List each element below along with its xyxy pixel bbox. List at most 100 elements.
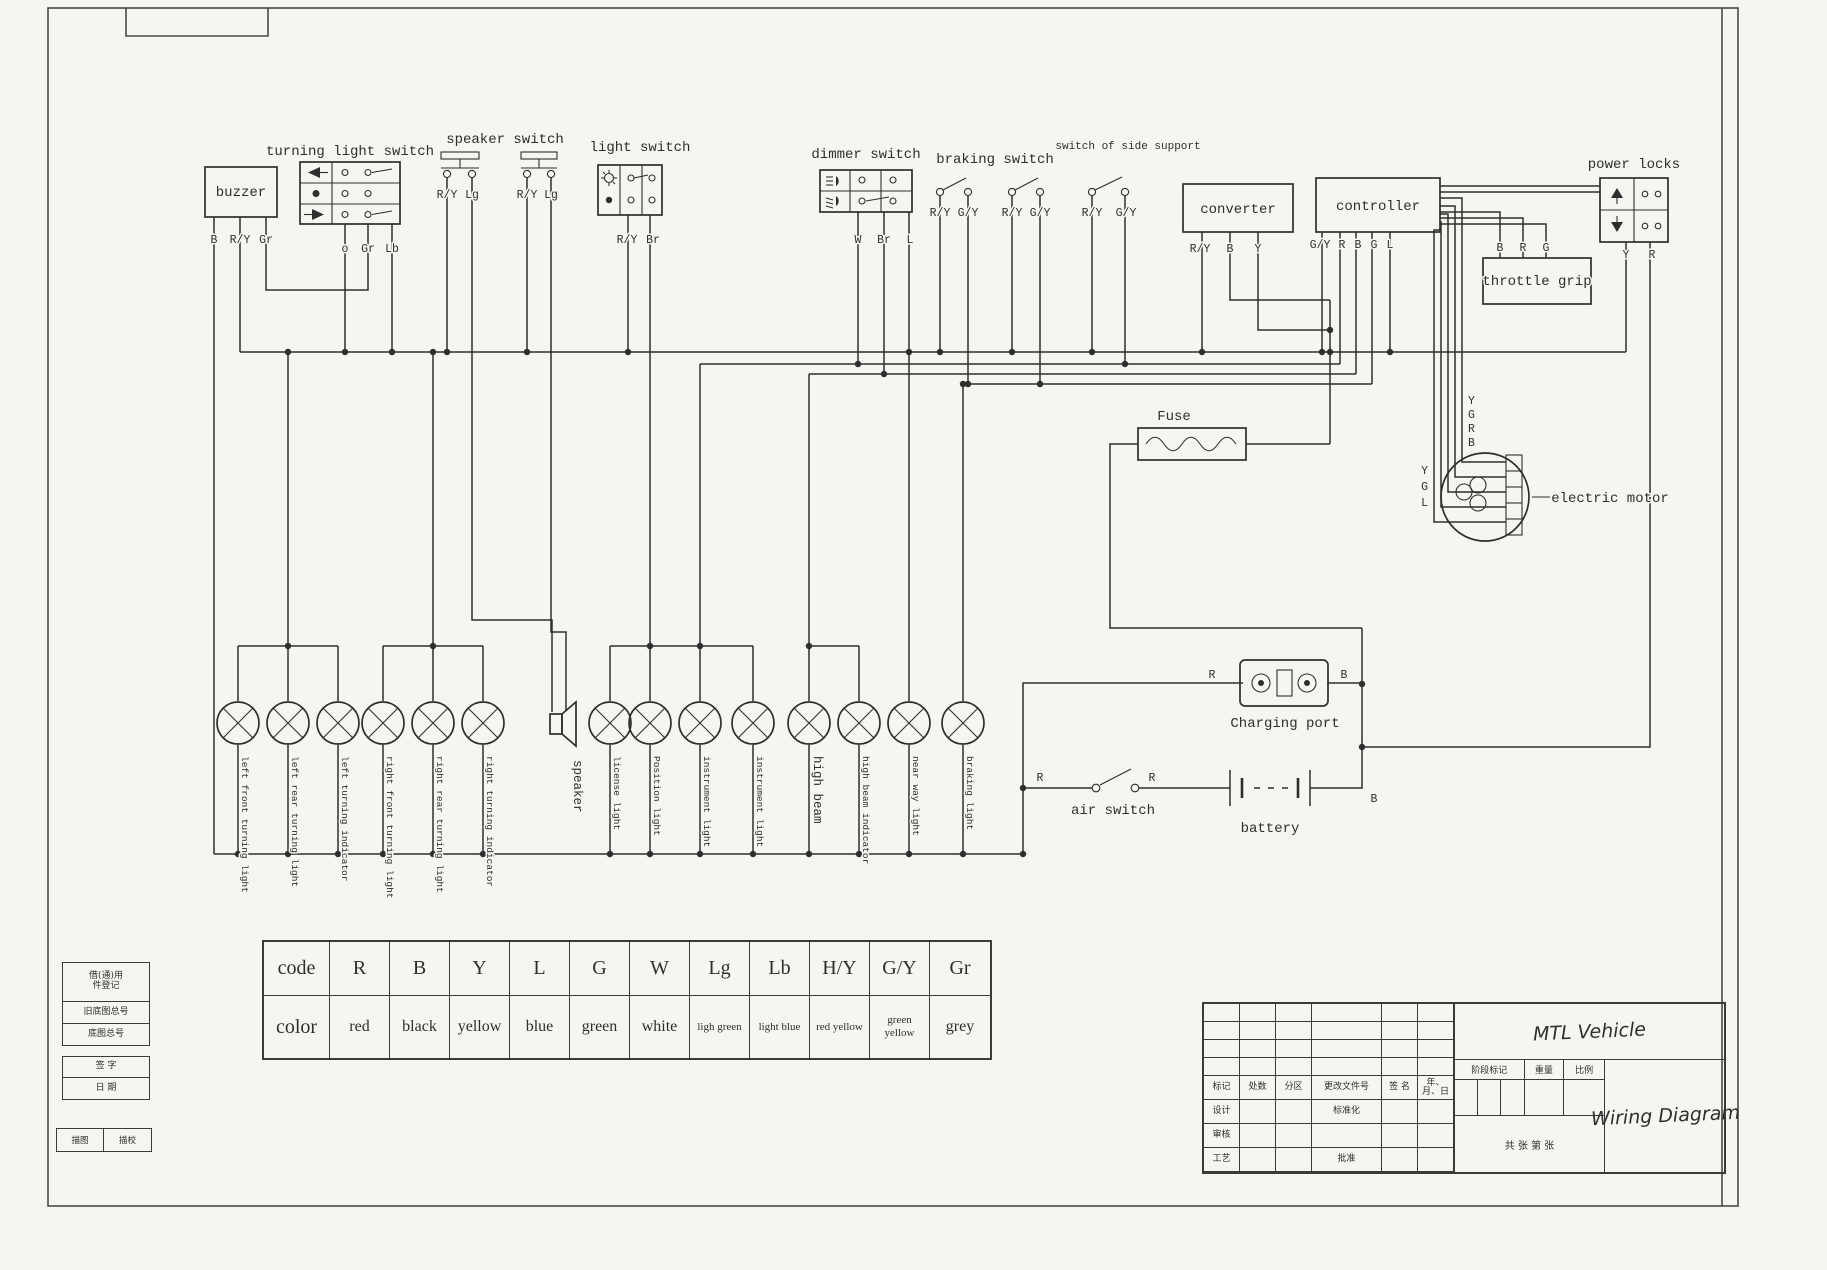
turn-contacts-icon	[341, 168, 393, 219]
side-support-switch-label: switch of side support	[1055, 141, 1200, 153]
controller-component: controller G/Y R B G L	[1308, 177, 1441, 254]
motor-tap-l: L	[1421, 497, 1428, 510]
side-support-pin-1: R/Y	[1082, 207, 1103, 220]
lamp-left-rear-turning-light: left rear turning light	[266, 701, 310, 889]
color-cell: white	[630, 996, 690, 1058]
lamp-label: braking light	[964, 756, 975, 830]
buzzer-pin-b: B	[211, 234, 218, 247]
sun-icon	[601, 170, 617, 186]
buzzer-label: buzzer	[216, 185, 266, 201]
lamp-braking-light: braking light	[941, 701, 985, 832]
light-switch-pin-ry: R/Y	[617, 234, 638, 247]
controller-pin-r: R	[1339, 239, 1346, 252]
lamp-license-light: license light	[588, 701, 632, 832]
color-cell: red	[330, 996, 390, 1058]
converter-pin-b: B	[1227, 243, 1234, 256]
sheet-frame	[47, 7, 1739, 1207]
converter-component: converter R/Y B Y	[1182, 183, 1294, 258]
left-margin-strip-top: 借(通)用 件登记 旧底图总号 底图总号	[62, 962, 150, 1046]
lamp-label: instrument light	[754, 756, 765, 847]
battery-pin-b: B	[1371, 793, 1378, 806]
braking-pin-4: G/Y	[1030, 207, 1051, 220]
lamp-label: left turning indicator	[339, 756, 350, 881]
role-process: 工艺	[1204, 1148, 1240, 1172]
dimmer-pin-br: Br	[877, 234, 891, 247]
controller-pin-g: G	[1371, 239, 1378, 252]
air-switch-pin-r2: R	[1149, 772, 1156, 785]
color-cell: black	[390, 996, 450, 1058]
junction-dots	[234, 326, 1394, 858]
dimmer-switch-label: dimmer switch	[811, 147, 920, 163]
bundle-label-b: B	[1468, 437, 1475, 450]
lamp-label: license light	[611, 756, 622, 830]
turn-left-arrow-icon	[308, 167, 328, 178]
motor-tap-g: G	[1421, 481, 1428, 494]
power-locks-label: power locks	[1588, 157, 1680, 173]
turning-pin-lb: Lb	[385, 243, 399, 256]
push-button-icon	[520, 151, 558, 179]
color-cell: grey	[945, 1018, 975, 1035]
dimmer-pin-l: L	[907, 234, 914, 247]
controller-pin-b: B	[1355, 239, 1362, 252]
lamp-label: right front turning light	[384, 756, 395, 899]
wire-lamp-group-connectors	[238, 352, 859, 647]
sheet-count-cell: 共 张 第 张	[1504, 1140, 1555, 1152]
lamp-right-front-turning-light: right front turning light	[361, 701, 405, 900]
left-margin-strip-bottom: 描图 描校	[56, 1128, 152, 1152]
motor-bundle-labels: Y G R B Y G L	[1420, 394, 1477, 512]
wire-fuse-leads	[1109, 443, 1362, 629]
motor-terminal-block-icon	[1505, 454, 1523, 536]
lamp-right-turning-indicator: right turning indicator	[461, 701, 505, 889]
lamp-left-front-turning-light: left front turning light	[216, 701, 260, 894]
trace-cell: 描图	[56, 1128, 104, 1152]
color-header-cell: color	[264, 996, 330, 1058]
electric-motor-component: electric motor	[1440, 452, 1670, 542]
color-cell: green	[570, 996, 630, 1058]
product-name: MTL Vehicle	[1532, 1018, 1647, 1045]
side-support-switch-component: switch of side support R/Y G/Y	[1054, 140, 1202, 222]
fuse-component: Fuse	[1137, 408, 1247, 461]
turning-light-switch-label: turning light switch	[266, 144, 434, 160]
stage-mark-area: 阶段标记 重量 比例 共 张 第 张	[1455, 1060, 1605, 1172]
lamp-label: left rear turning light	[289, 756, 300, 887]
lamp-position-light: Position light	[628, 701, 672, 837]
color-cell: green yellow	[870, 996, 930, 1058]
code-cell: G	[570, 942, 630, 996]
speaker-switch-label: speaker switch	[446, 132, 564, 148]
charging-port-pin-r: R	[1209, 669, 1216, 682]
fuse-label: Fuse	[1157, 409, 1191, 425]
weight-header: 重量	[1524, 1060, 1565, 1080]
bundle-label-g: G	[1468, 409, 1475, 422]
title-block: 标记 处数 分区 更改文件号 签 名 年、月、日 设计 标准化 审核 工艺 批准…	[1202, 1002, 1740, 1174]
title-block-name-area: MTL Vehicle 阶段标记 重量 比例 共 张 第 张	[1454, 1004, 1740, 1172]
wire-charging-circuit	[1022, 628, 1363, 854]
borrow-register-cell: 借(通)用 件登记	[62, 962, 150, 1002]
throttle-pin-b: B	[1497, 242, 1504, 255]
code-cell: Lg	[690, 942, 750, 996]
light-switch-component: light switch R/Y Br	[588, 139, 692, 249]
revision-header-row: 标记 处数 分区 更改文件号 签 名 年、月、日	[1204, 1076, 1454, 1100]
drawing-title-cell: Wiring Diagram	[1590, 1060, 1740, 1172]
register-label: 件登记	[92, 981, 120, 991]
electric-motor-label: electric motor	[1551, 491, 1669, 507]
converter-pin-y: Y	[1255, 243, 1262, 256]
power-locks-component: power locks Y R	[1586, 156, 1681, 264]
rev-header: 处数	[1240, 1076, 1276, 1100]
turn-center-dot-icon	[312, 190, 320, 197]
base-drawing-cell: 底图总号	[62, 1024, 150, 1046]
rev-header: 分区	[1276, 1076, 1312, 1100]
speaker-switch-pin-1: R/Y	[437, 189, 458, 202]
code-cell: H/Y	[810, 942, 870, 996]
side-support-pin-2: G/Y	[1116, 207, 1137, 220]
stage-mark-header: 阶段标记	[1455, 1060, 1525, 1080]
charging-port-pin-b: B	[1341, 669, 1348, 682]
lock-arrow-down-icon	[1611, 216, 1623, 232]
lamp-instrument-light-2: instrument light	[731, 701, 775, 849]
lamp-near-way-light: near way light	[887, 701, 931, 837]
signature-cell: 签 字	[62, 1056, 150, 1078]
color-cell: yellow	[450, 996, 510, 1058]
role-design: 设计	[1204, 1100, 1240, 1124]
motor-tap-y: Y	[1421, 465, 1428, 478]
trace-check-cell: 描校	[104, 1128, 152, 1152]
role-check: 审核	[1204, 1124, 1240, 1148]
